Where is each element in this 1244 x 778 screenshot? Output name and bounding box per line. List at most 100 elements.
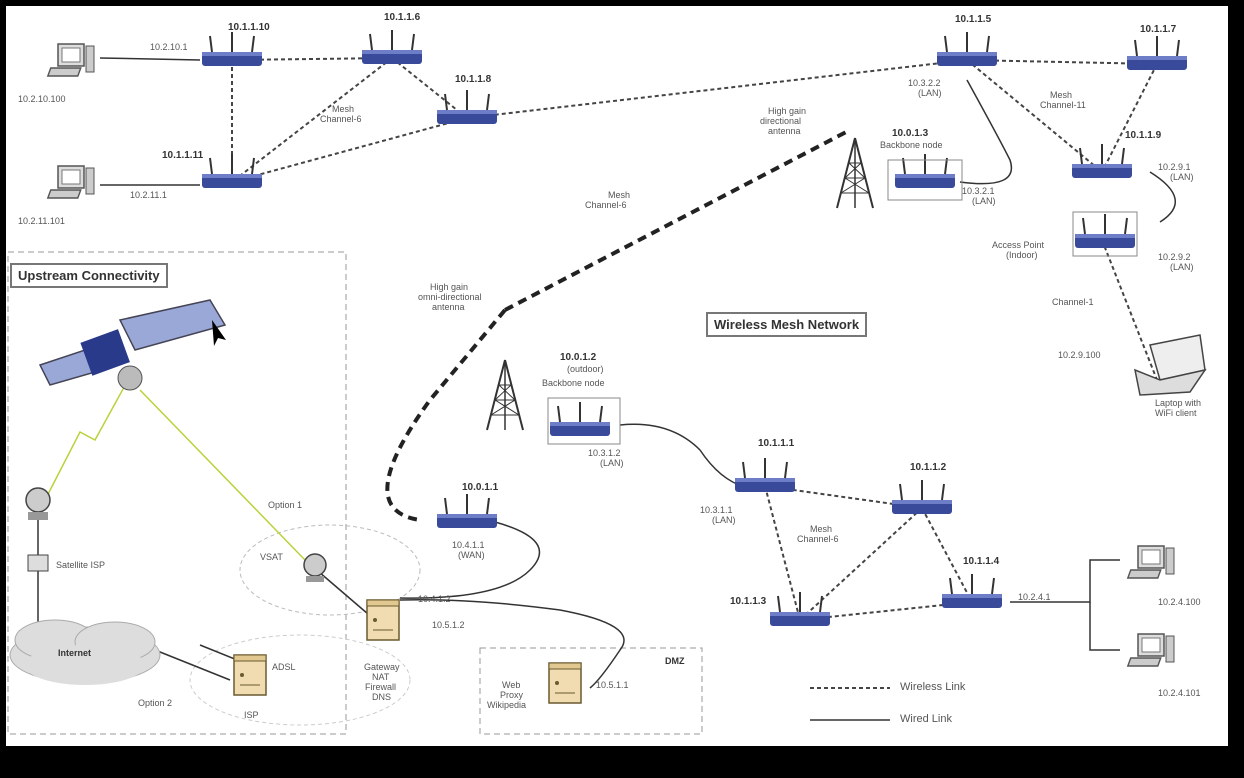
gateway-label: DNS [372, 692, 392, 702]
proxy-server-icon [548, 662, 582, 704]
addr-sub: (LAN) [1170, 172, 1194, 182]
sat-isp-label: Satellite ISP [56, 560, 106, 570]
backbone-box-1 [887, 159, 963, 201]
addr-label: 10.2.11.1 [130, 190, 167, 200]
addr-sub: (WAN) [458, 550, 485, 560]
router-10-1-1-3 [769, 591, 831, 627]
addr-label: 10.3.1.2 [588, 448, 621, 458]
addr-sub: (LAN) [712, 515, 736, 525]
vsat-dish-icon [303, 553, 327, 582]
gateway-label: Gateway [364, 662, 400, 672]
gateway-addr: 10.4.1.2 [418, 594, 451, 604]
router-10-1-1-10 [201, 31, 263, 67]
pc-label: 10.2.4.100 [1158, 597, 1201, 607]
black-border [1228, 0, 1244, 778]
wireless-links [231, 57, 1158, 621]
channel-label: Mesh [608, 190, 631, 200]
laptop-icon [1133, 334, 1207, 396]
ip-label: 10.1.1.1 [758, 438, 795, 449]
gateway-addr: 10.5.1.2 [432, 620, 465, 630]
addr-label: 10.3.1.1 [700, 505, 733, 515]
router-10-1-1-11 [201, 153, 263, 189]
addr-label: 10.3.2.2 [908, 78, 941, 88]
upstream-title: Upstream Connectivity [10, 263, 168, 288]
channel-label: Channel-6 [585, 200, 627, 210]
addr-sub: (LAN) [1170, 262, 1194, 272]
ap-name: Access Point [992, 240, 1045, 250]
ip-label: 10.1.1.11 [162, 150, 204, 161]
addr-sub: (LAN) [918, 88, 942, 98]
proxy-label: Web [502, 680, 521, 690]
ip-label: 10.1.1.10 [228, 22, 270, 33]
adsl-label: ADSL [272, 662, 296, 672]
channel-label: Channel-11 [1040, 100, 1086, 110]
legend-wireless: Wireless Link [900, 681, 966, 693]
node-name: Backbone node [880, 140, 943, 150]
gateway-server-icon [366, 599, 400, 641]
ip-label: 10.1.1.5 [955, 14, 992, 25]
laptop-name: WiFi client [1155, 408, 1197, 418]
antenna-label: High gain [430, 282, 469, 292]
internet-cloud-icon [9, 619, 161, 685]
diagram-sheet [6, 6, 1228, 746]
router-10-1-1-2 [891, 479, 953, 515]
access-point [1074, 213, 1136, 249]
laptop-addr: 10.2.9.100 [1058, 350, 1101, 360]
router-10-1-1-1 [734, 457, 796, 493]
option2-ellipse [189, 634, 411, 726]
router-10-1-1-9 [1071, 143, 1133, 179]
gateway-label: NAT [372, 672, 390, 682]
router-10-1-1-6 [361, 29, 423, 65]
pc-label: 10.2.10.100 [18, 94, 66, 104]
wired-links [37, 57, 1177, 689]
omni-antenna-tower [486, 359, 524, 431]
backbone-box-2 [547, 397, 621, 445]
option2-label: Option 2 [138, 698, 173, 708]
legend-wired: Wired Link [900, 713, 952, 725]
ip-label: 10.1.1.7 [1140, 24, 1177, 35]
laptop-name: Laptop with [1155, 398, 1202, 408]
antenna-label: omni-directional [418, 292, 482, 302]
ip-label: 10.1.1.6 [384, 12, 421, 23]
ip-label: 10.1.1.3 [730, 596, 767, 607]
antenna-label: directional [760, 116, 802, 126]
ip-label: 10.0.1.3 [892, 128, 929, 139]
antenna-label: antenna [432, 302, 465, 312]
backbone-node-10-0-1-3 [894, 153, 956, 189]
proxy-addr: 10.5.1.1 [596, 680, 629, 690]
option1-ellipse [239, 524, 421, 616]
backbone-link [385, 128, 851, 522]
satellite-icon [38, 299, 227, 391]
addr-label: 10.4.1.1 [452, 540, 485, 550]
router-10-1-1-8 [436, 89, 498, 125]
pc-10-2-10-100 [47, 43, 95, 77]
satellite-modem-icon [27, 554, 49, 572]
proxy-label: Proxy [500, 690, 524, 700]
ap-box [1072, 211, 1138, 257]
ip-label: 10.1.1.8 [455, 74, 492, 85]
proxy-label: Wikipedia [487, 700, 527, 710]
pc-10-2-4-100 [1127, 545, 1175, 579]
router-10-1-1-5 [936, 31, 998, 67]
channel-label: Mesh [1050, 90, 1073, 100]
router-10-1-1-7 [1126, 35, 1188, 71]
channel-label: Channel-6 [797, 534, 839, 544]
ip-label: 10.1.1.2 [910, 462, 947, 473]
channel-label: Channel-1 [1052, 297, 1094, 307]
channel-label: Channel-6 [320, 114, 362, 124]
ip-label: 10.1.1.4 [963, 556, 1000, 567]
channel-label: Mesh [332, 104, 355, 114]
ip-label: 10.1.1.9 [1125, 130, 1162, 141]
addr-label: 10.2.10.1 [150, 42, 188, 52]
addr-sub: (LAN) [972, 196, 996, 206]
internet-label: Internet [58, 648, 92, 658]
pc-label: 10.2.11.101 [18, 216, 65, 226]
pc-label: 10.2.4.101 [1158, 688, 1201, 698]
isp-server-icon [233, 654, 267, 696]
addr-label: 10.3.2.1 [962, 186, 995, 196]
ap-sub: (Indoor) [1006, 250, 1038, 260]
addr-sub: (LAN) [600, 458, 624, 468]
node-sub: (outdoor) [567, 364, 604, 374]
ip-label: 10.0.1.1 [462, 482, 499, 493]
